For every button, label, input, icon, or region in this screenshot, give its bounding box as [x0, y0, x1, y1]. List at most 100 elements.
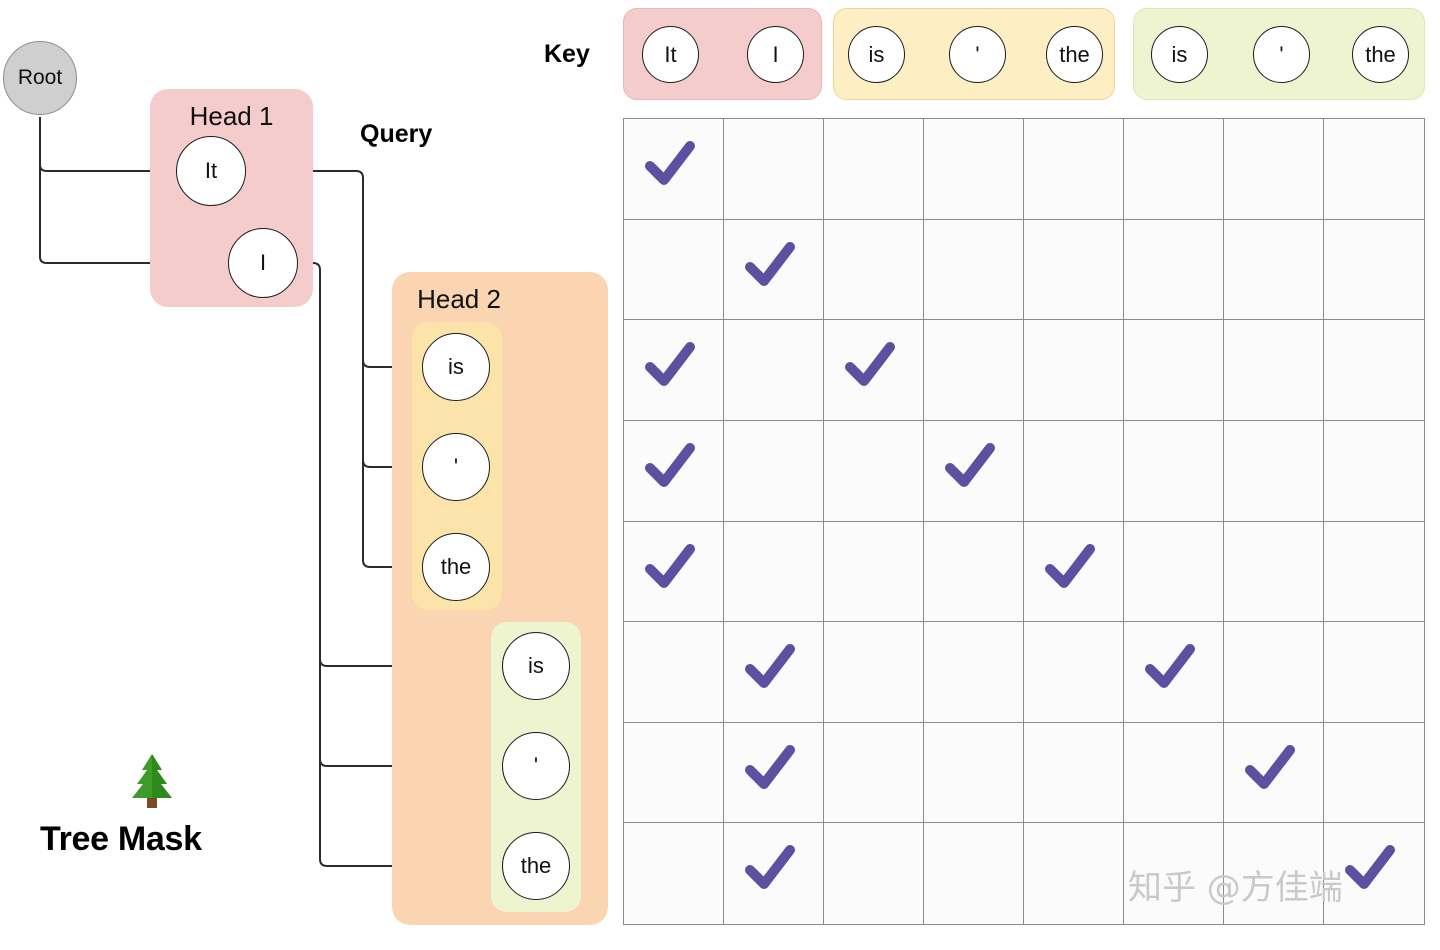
mask-cell-r5-c4[interactable]: [924, 521, 1024, 623]
query-node-i[interactable]: I: [228, 228, 298, 298]
mask-cell-r2-c1[interactable]: [624, 219, 724, 321]
mask-cell-r5-c6[interactable]: [1124, 521, 1224, 623]
query-node-it[interactable]: It: [176, 136, 246, 206]
mask-cell-r4-c2[interactable]: [724, 420, 824, 522]
key-node-the-2[interactable]: the: [1352, 26, 1409, 83]
mask-cell-r7-c5[interactable]: [1024, 722, 1124, 824]
query-node-apos-1[interactable]: ': [422, 433, 490, 501]
key-node-i-label: I: [772, 41, 779, 67]
mask-cell-r7-c7[interactable]: [1224, 722, 1324, 824]
mask-cell-r6-c5[interactable]: [1024, 622, 1124, 723]
mask-cell-r2-c5[interactable]: [1024, 219, 1124, 321]
mask-cell-r1-c6[interactable]: [1124, 119, 1224, 220]
mask-cell-r7-c1[interactable]: [624, 722, 724, 824]
mask-cell-r8-c5[interactable]: [1024, 823, 1124, 924]
mask-cell-r8-c4[interactable]: [924, 823, 1024, 924]
mask-cell-r4-c7[interactable]: [1224, 420, 1324, 522]
query-node-is-2[interactable]: is: [502, 632, 570, 700]
mask-cell-r4-c8[interactable]: [1324, 421, 1424, 522]
mask-cell-r2-c6[interactable]: [1124, 219, 1224, 321]
query-node-the-2[interactable]: the: [502, 832, 570, 900]
query-node-is-1[interactable]: is: [422, 333, 490, 401]
mask-cell-r3-c4[interactable]: [924, 320, 1024, 421]
check-icon: [1145, 644, 1195, 689]
mask-cell-r5-c7[interactable]: [1224, 521, 1324, 623]
mask-cell-r1-c8[interactable]: [1324, 119, 1424, 220]
mask-cell-r1-c3[interactable]: [824, 119, 924, 220]
mask-cell-r1-c5[interactable]: [1024, 119, 1124, 220]
mask-cell-r8-c1[interactable]: [624, 823, 724, 924]
check-icon: [845, 342, 895, 387]
key-node-it[interactable]: It: [642, 26, 699, 83]
mask-cell-r3-c1[interactable]: [624, 320, 724, 421]
mask-cell-r3-c8[interactable]: [1324, 320, 1424, 421]
mask-cell-r7-c3[interactable]: [824, 722, 924, 824]
mask-cell-r5-c2[interactable]: [724, 521, 824, 623]
mask-cell-r2-c7[interactable]: [1224, 219, 1324, 321]
key-node-is-2[interactable]: is: [1151, 26, 1208, 83]
mask-cell-r5-c3[interactable]: [824, 521, 924, 623]
mask-cell-r6-c2[interactable]: [724, 622, 824, 723]
mask-cell-r4-c6[interactable]: [1124, 420, 1224, 522]
watermark: 知乎 @方佳端: [1128, 868, 1343, 908]
mask-cell-r3-c7[interactable]: [1224, 320, 1324, 421]
mask-cell-r4-c4[interactable]: [924, 420, 1024, 522]
query-node-apos-2[interactable]: ': [502, 732, 570, 800]
mask-cell-r3-c2[interactable]: [724, 320, 824, 421]
mask-cell-r1-c1[interactable]: [624, 119, 724, 220]
mask-cell-r6-c3[interactable]: [824, 622, 924, 723]
query-label: Query: [360, 120, 433, 148]
mask-cell-r5-c1[interactable]: [624, 521, 724, 623]
mask-cell-r4-c1[interactable]: [624, 420, 724, 522]
head-2-title: Head 2: [417, 284, 501, 314]
check-icon: [1245, 744, 1295, 789]
mask-cell-r8-c2[interactable]: [724, 823, 824, 924]
mask-cell-r7-c2[interactable]: [724, 722, 824, 824]
key-node-the-1[interactable]: the: [1046, 26, 1103, 83]
key-node-is-2-label: is: [1171, 41, 1188, 67]
mask-cell-r1-c4[interactable]: [924, 119, 1024, 220]
mask-cell-r2-c8[interactable]: [1324, 220, 1424, 321]
query-node-i-label: I: [259, 250, 267, 275]
mask-cell-r3-c6[interactable]: [1124, 320, 1224, 421]
query-node-the-1[interactable]: the: [422, 533, 490, 601]
key-node-the-1-label: the: [1059, 41, 1090, 67]
key-node-apos-2[interactable]: ': [1253, 26, 1310, 83]
mask-cell-r6-c6[interactable]: [1124, 622, 1224, 723]
mask-cell-r2-c4[interactable]: [924, 219, 1024, 321]
mask-cell-r5-c5[interactable]: [1024, 521, 1124, 623]
mask-cell-r7-c4[interactable]: [924, 722, 1024, 824]
key-node-i[interactable]: I: [747, 26, 804, 83]
mask-cell-r6-c1[interactable]: [624, 622, 724, 723]
mask-cell-r1-c2[interactable]: [724, 119, 824, 220]
mask-cell-r2-c3[interactable]: [824, 219, 924, 321]
mask-cell-r5-c8[interactable]: [1324, 522, 1424, 623]
mask-cell-r2-c2[interactable]: [724, 219, 824, 321]
mask-cell-r1-c7[interactable]: [1224, 119, 1324, 220]
mask-cell-r3-c5[interactable]: [1024, 320, 1124, 421]
mask-cell-r8-c7[interactable]: [1224, 823, 1324, 924]
key-node-apos-2-label: ': [1279, 41, 1284, 67]
check-icon: [745, 845, 795, 890]
mask-cell-r6-c8[interactable]: [1324, 622, 1424, 723]
root-node[interactable]: Root: [3, 41, 77, 115]
mask-cell-r7-c6[interactable]: [1124, 722, 1224, 824]
mask-cell-r7-c8[interactable]: [1324, 723, 1424, 824]
mask-cell-r6-c7[interactable]: [1224, 622, 1324, 723]
mask-cell-r4-c3[interactable]: [824, 420, 924, 522]
key-node-apos-1-label: ': [975, 41, 980, 67]
check-icon: [745, 744, 795, 789]
mask-cell-r4-c5[interactable]: [1024, 420, 1124, 522]
query-node-is-1-label: is: [448, 354, 464, 379]
check-icon: [645, 543, 695, 588]
check-icon: [945, 442, 995, 487]
key-node-apos-1[interactable]: ': [949, 26, 1006, 83]
key-node-is-1[interactable]: is: [848, 26, 905, 83]
mask-cell-r3-c3[interactable]: [824, 320, 924, 421]
mask-cell-r8-c6[interactable]: [1124, 823, 1224, 924]
root-label: Root: [17, 66, 63, 89]
mask-cell-r8-c8[interactable]: [1324, 823, 1424, 924]
mask-cell-r8-c3[interactable]: [824, 823, 924, 924]
mask-cell-r6-c4[interactable]: [924, 622, 1024, 723]
